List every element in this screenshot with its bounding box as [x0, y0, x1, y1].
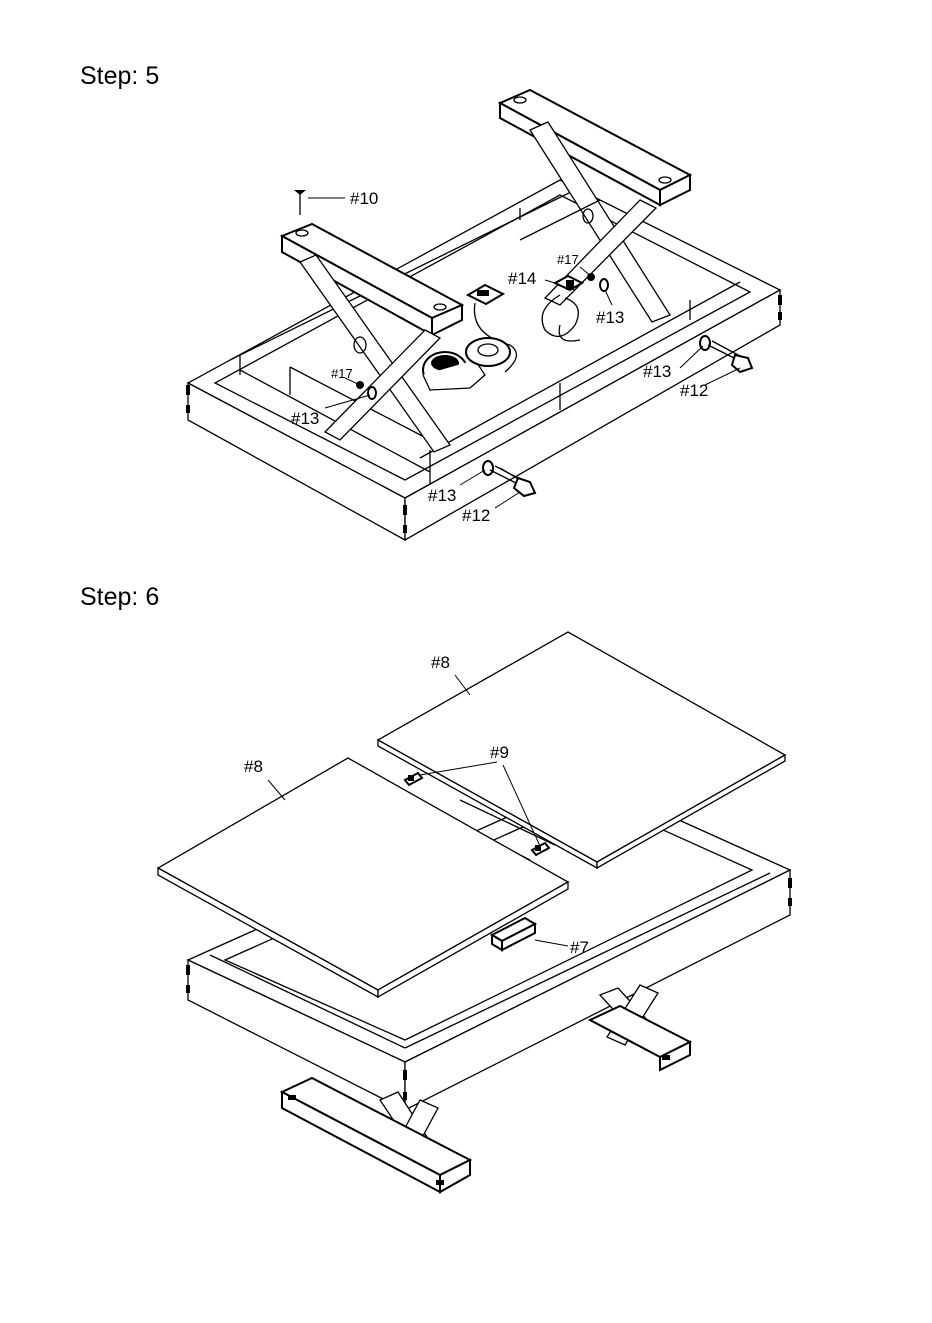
label-8-back: #8: [431, 653, 450, 672]
label-9: #9: [490, 743, 509, 762]
leader-8-front: [268, 780, 285, 800]
label-7: #7: [570, 938, 589, 957]
label-8-front: #8: [244, 757, 263, 776]
leg-back-upright: [590, 985, 690, 1070]
